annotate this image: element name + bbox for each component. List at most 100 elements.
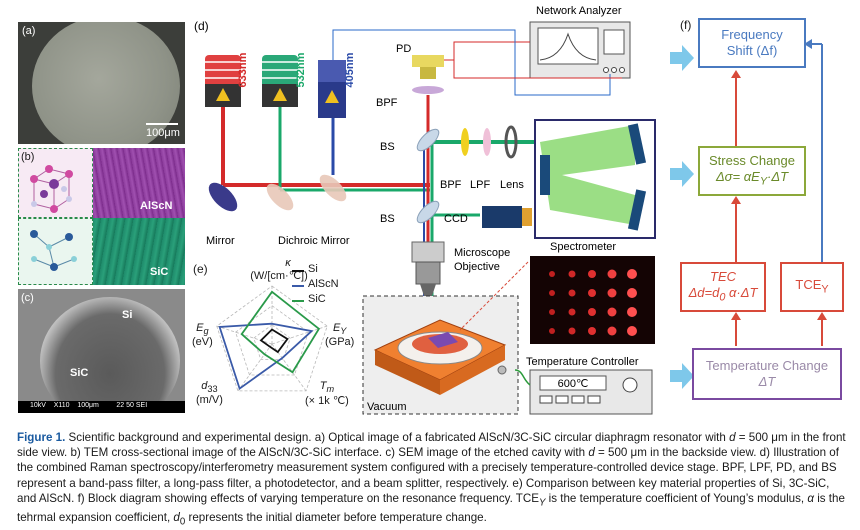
caption-segment: is the temperature coefficient of Young’… (545, 491, 808, 505)
vacuum-label: Vacuum (367, 401, 407, 413)
sic-tem-texture (93, 218, 185, 285)
legend-item-alscn: AlScN (292, 278, 352, 293)
bs-top-label: BS (380, 141, 395, 153)
axis-tm-unit: (× 1k ℃) (305, 395, 349, 408)
raman-map-dots (549, 269, 637, 336)
panel-e-label: (e) (193, 262, 208, 276)
controller-knob-icon (622, 377, 638, 393)
caption-segment: Y (539, 497, 546, 509)
beam-splitter-top-icon (416, 128, 440, 152)
axis-kappa: κ (W/[cm·℃]) (250, 257, 318, 282)
stress-formula: Δσ= αEY·ΔT (715, 168, 789, 188)
laser-532-label: 532nm (295, 52, 307, 87)
caption-segment: = 500 μm in the front side view. b) TEM … (17, 431, 846, 460)
radar-series-sic (240, 290, 321, 374)
axis-eg-sub: g (203, 326, 209, 337)
alscn-tem-texture (93, 148, 185, 218)
temperature-controller-label: Temperature Controller (526, 356, 639, 368)
beam-splitter-bottom-icon (416, 200, 440, 224)
network-analyzer-label: Network Analyzer (536, 5, 622, 17)
radar-axis-line (237, 343, 273, 392)
axis-tm-symbol: T (319, 380, 327, 392)
caption-segment: represents the initial diameter before t… (185, 511, 487, 525)
figure-caption: Figure 1. Scientific background and expe… (17, 430, 847, 530)
frequency-shift-box: Frequency Shift (Δf) (698, 18, 806, 68)
dichroic-mirror-label: Dichroic Mirror (278, 235, 350, 247)
sem-si-label: Si (122, 309, 133, 321)
laser-405-label: 405nm (344, 52, 356, 87)
caption-segment: d (173, 511, 180, 525)
spectrometer-label: Spectrometer (550, 241, 616, 253)
tce-box: TCEY (780, 262, 844, 312)
legend-item-sic: SiC (292, 293, 352, 308)
laser-633-icon (205, 55, 241, 107)
radar-chart (216, 285, 328, 392)
caption-figure-label: Figure 1. (17, 431, 66, 444)
panel-a-optical-image: (a) 100μm (18, 22, 185, 144)
axis-d33-unit: (m/V) (196, 394, 223, 407)
frequency-line2: Shift (Δf) (726, 43, 778, 58)
radar-legend: Si AlScN SiC (292, 263, 352, 308)
controller-display-text: 600℃ (558, 378, 589, 390)
stress-title: Stress Change (709, 152, 795, 168)
microscope-objective-icon (411, 241, 445, 263)
caption-segment: α (807, 491, 814, 505)
lens-icon (504, 125, 518, 159)
caption-segment: Scientific background and experimental d… (65, 431, 730, 444)
panel-f-arrows (670, 39, 827, 389)
pd-label: PD (396, 43, 411, 55)
temperature-title: Temperature Change (705, 358, 829, 373)
radar-series (218, 290, 321, 391)
panel-d-setup-diagram: 633nm 532nm 405nm Mirror Dichroic Mirror… (194, 5, 656, 415)
radar-series-alscn (218, 322, 314, 391)
legend-swatch-alscn (292, 285, 304, 287)
axis-ey-sub: Y (340, 326, 347, 337)
panel-d-label: (d) (194, 19, 209, 33)
axis-eg: Eg (eV) (192, 322, 213, 348)
arrow-to-temperature (670, 363, 694, 389)
axis-ey-unit: (GPa) (325, 336, 355, 349)
axis-kappa-unit: (W/[cm·℃]) (250, 270, 308, 282)
axis-d33-sub: 33 (207, 384, 218, 395)
sic-lattice-icon (30, 230, 77, 271)
spectrometer-beam (540, 125, 635, 225)
legend-label-sic: SiC (308, 293, 326, 305)
axis-ey-symbol: E (332, 322, 341, 334)
radar-grid-ring (216, 285, 328, 392)
bpf-filter-label: BPF (440, 179, 462, 191)
radar-series-si (259, 328, 289, 354)
tec-formula: Δd=d0 α·ΔT (688, 284, 758, 304)
caption-segment: d (729, 431, 736, 444)
sic-lattice-box (18, 218, 93, 285)
caption-segment: 0 (179, 516, 186, 528)
photodetector-icon (412, 55, 444, 67)
axis-d33: d33 (m/V) (196, 380, 223, 406)
arrow-to-frequency (670, 45, 694, 71)
bpf-top-label: BPF (376, 97, 398, 109)
tce-title: TCEY (795, 276, 829, 296)
tec-box: TEC Δd=d0 α·ΔT (680, 262, 766, 312)
legend-label-alscn: AlScN (308, 278, 339, 290)
axis-kappa-symbol: κ (285, 257, 291, 269)
sic-label: SiC (150, 266, 169, 278)
laser-405-icon (318, 60, 346, 118)
sem-footer-text: 10kV X110 100μm 22 50 SEI (30, 402, 148, 409)
legend-item-si: Si (292, 263, 352, 278)
mirror-label: Mirror (206, 235, 235, 247)
axis-tm-sub: m (326, 384, 335, 395)
axis-eg-unit: (eV) (192, 336, 213, 349)
legend-swatch-si (292, 270, 304, 272)
laser-532-icon (262, 55, 298, 107)
diaphragm-disc (32, 22, 180, 144)
bs-bottom-label: BS (380, 213, 395, 225)
bpf-top-icon (412, 86, 444, 94)
panel-a-label: (a) (22, 25, 36, 37)
panel-b-label: (b) (21, 151, 35, 163)
dichroic-mirror-2-icon (319, 174, 347, 202)
frequency-title: Frequency (721, 27, 783, 42)
laser-633-label: 633nm (237, 52, 249, 87)
arrow-to-stress (670, 161, 694, 187)
etched-cavity (40, 297, 180, 413)
legend-swatch-sic (292, 300, 304, 302)
mirror-icon (208, 182, 238, 212)
